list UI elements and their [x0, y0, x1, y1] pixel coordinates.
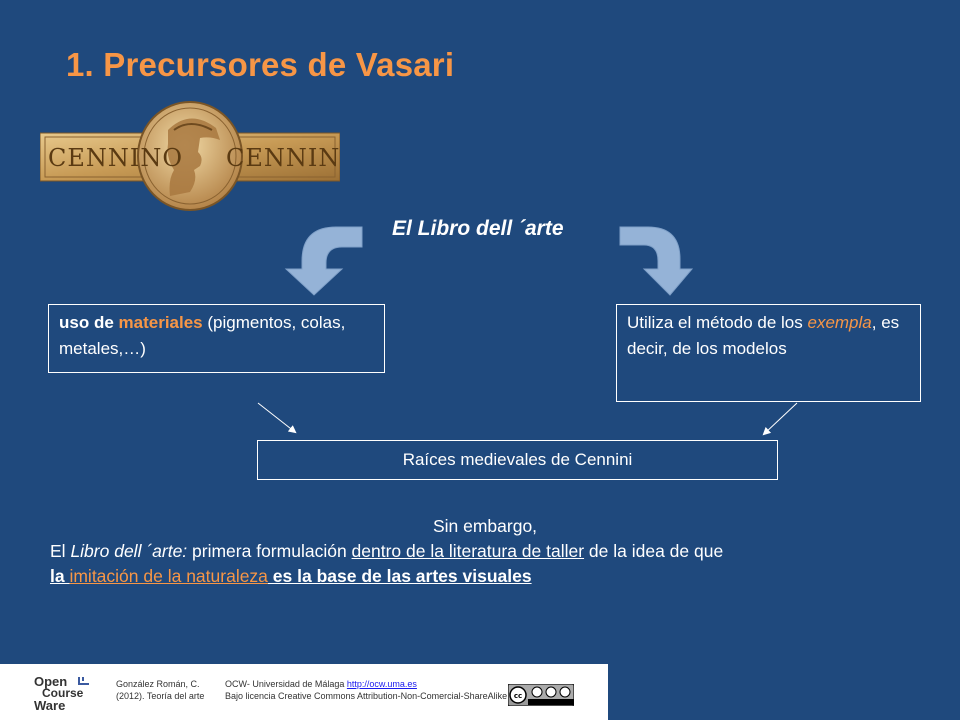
conclusion-imitation-of-nature: imitación de la naturaleza	[69, 566, 268, 586]
conclusion-s5: de la idea de que	[584, 541, 724, 561]
exempla-text-2: , es decir, de los modelos	[627, 313, 900, 358]
ocw-course: Course	[42, 686, 84, 700]
opencourseware-logo: Open Course Ware	[34, 674, 94, 716]
exempla-text-1: Utiliza el método de los	[627, 313, 808, 332]
license-prefix: OCW- Universidad de Málaga	[225, 679, 347, 689]
curved-arrow-right-icon	[619, 226, 694, 296]
connector-arrow-left	[257, 402, 297, 434]
conclusion-s3: primera formulación	[187, 541, 352, 561]
materials-text-1: uso de	[59, 313, 119, 332]
credit-line-2: (2012). Teoría del arte	[116, 691, 205, 701]
cc-by-nc-sa-icon: cc	[508, 684, 574, 706]
exempla-box: Utiliza el método de los exempla, es dec…	[616, 304, 921, 402]
conclusion-intro: Sin embargo,	[432, 516, 538, 536]
materials-highlight: materiales	[118, 313, 203, 332]
credit-line-1: González Román, C.	[116, 679, 200, 689]
book-title-subtitle: El Libro dell ´arte	[392, 217, 564, 240]
ocw-mark-icon	[78, 677, 89, 685]
conclusion-book-title: Libro dell ´arte:	[70, 541, 188, 561]
conclusion-s8: es la base de las artes visuales	[267, 566, 532, 586]
conclusion-workshop-literature: dentro de la literatura de taller	[351, 541, 585, 561]
slide-title: 1. Precursores de Vasari	[66, 46, 455, 83]
author-credit: González Román, C. (2012). Teoría del ar…	[116, 678, 204, 702]
curved-arrow-left-icon	[284, 226, 363, 296]
cennini-emblem-image: CENNINO CENNINI	[39, 100, 350, 212]
license-text: OCW- Universidad de Málaga http://ocw.um…	[225, 678, 507, 702]
svg-text:CENNINI: CENNINI	[226, 144, 340, 172]
conclusion-s6: la	[50, 566, 70, 586]
medieval-roots-box: Raíces medievales de Cennini	[257, 440, 778, 480]
ocw-open: Open	[34, 674, 68, 689]
connector-arrow-right	[762, 402, 798, 436]
conclusion-body: El Libro dell ´arte: primera formulación…	[50, 539, 920, 589]
materials-text-2: (pigmentos, colas, metales,…)	[59, 313, 346, 358]
conclusion-paragraph: Sin embargo, El Libro dell ´arte: primer…	[50, 514, 920, 589]
svg-text:cc: cc	[514, 692, 522, 700]
ocw-link[interactable]: http://ocw.uma.es	[346, 679, 417, 689]
exempla-highlight: exempla	[807, 313, 872, 332]
svg-text:CENNINO: CENNINO	[48, 144, 183, 172]
ocw-ware: Ware	[34, 698, 66, 713]
materials-box: uso de materiales (pigmentos, colas, met…	[48, 304, 385, 373]
license-line-2: Bajo licencia Creative Commons Attributi…	[225, 691, 508, 701]
conclusion-s1: El	[50, 541, 71, 561]
footer-banner: Open Course Ware González Román, C. (201…	[0, 664, 608, 720]
